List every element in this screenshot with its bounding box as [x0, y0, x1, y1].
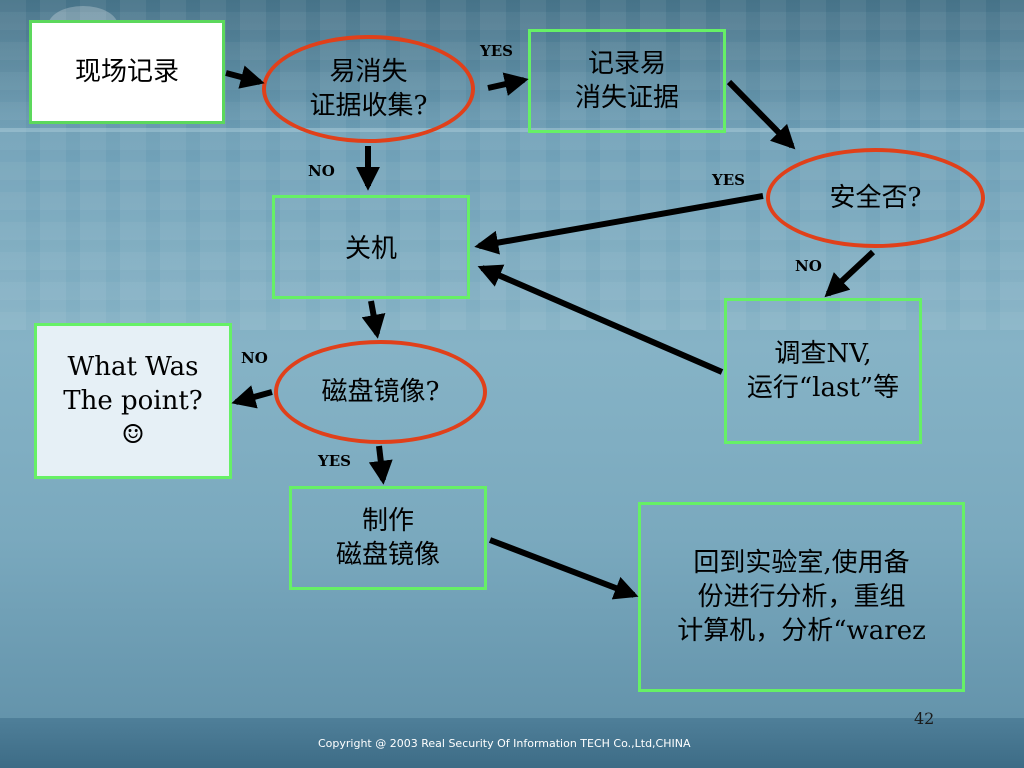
node-what-was-the-point: What Was The point? ☺ — [34, 323, 232, 479]
arrow-safe-yes — [474, 193, 764, 255]
node-scene-record: 现场记录 — [29, 20, 225, 124]
arrow-investigate-to-shutdown — [477, 264, 724, 375]
edge-label-safe-yes: YES — [712, 171, 745, 189]
node-text-line: 磁盘镜像 — [335, 540, 440, 570]
arrow-safe-no — [824, 249, 876, 298]
node-text-line: 运行“last”等 — [746, 373, 900, 403]
node-text-line: What Was — [67, 352, 199, 382]
node-volatile-evidence-question: 易消失 证据收集? — [262, 35, 475, 143]
node-safe-question: 安全否? — [766, 148, 985, 248]
node-text-line: 计算机，分析“warez — [677, 616, 926, 646]
arrow-image-yes — [368, 445, 393, 485]
node-text-line: The point? — [63, 386, 203, 416]
page-number: 42 — [914, 709, 935, 728]
node-record-volatile-evidence: 记录易 消失证据 — [528, 29, 726, 133]
arrow-record-to-volatile — [225, 65, 265, 89]
edge-label-safe-no: NO — [795, 257, 822, 275]
edge-label-image-no: NO — [241, 349, 268, 367]
arrow-volatile-yes — [487, 72, 529, 96]
node-text-line: 消失证据 — [574, 83, 679, 113]
arrow-make-image-to-lab — [488, 537, 639, 600]
node-make-disk-image: 制作 磁盘镜像 — [289, 486, 487, 590]
node-text-line: 易消失 — [329, 57, 408, 87]
header-divider — [0, 128, 1024, 132]
node-disk-image-question: 磁盘镜像? — [274, 340, 487, 444]
node-text-line: 回到实验室,使用备 — [693, 548, 910, 578]
arrow-image-no — [231, 385, 273, 409]
node-text-line: 份进行分析，重组 — [697, 582, 906, 612]
node-shutdown: 关机 — [272, 195, 470, 299]
node-investigate: 调查NV, 运行“last”等 — [724, 298, 922, 444]
arrow-record-to-safe — [726, 79, 796, 150]
node-back-to-lab: 回到实验室,使用备 份进行分析，重组 计算机，分析“warez — [638, 502, 965, 692]
smiley-icon: ☺ — [121, 420, 145, 450]
node-text-line: 记录易 — [587, 49, 666, 79]
node-text-line: 调查NV, — [774, 339, 872, 369]
footer-bar — [0, 718, 1024, 768]
node-text-line: 证据收集? — [309, 91, 428, 121]
node-text-line: 现场记录 — [74, 57, 179, 87]
arrow-shutdown-to-image — [361, 300, 386, 339]
node-text-line: 制作 — [361, 506, 414, 536]
copyright-text: Copyright @ 2003 Real Security Of Inform… — [318, 737, 691, 750]
node-text-line: 磁盘镜像? — [321, 377, 440, 407]
edge-label-image-yes: YES — [318, 452, 351, 470]
node-text-line: 关机 — [344, 234, 397, 264]
edge-label-volatile-no: NO — [308, 162, 335, 180]
node-text-line: 安全否? — [829, 183, 922, 213]
edge-label-volatile-yes: YES — [480, 42, 513, 60]
